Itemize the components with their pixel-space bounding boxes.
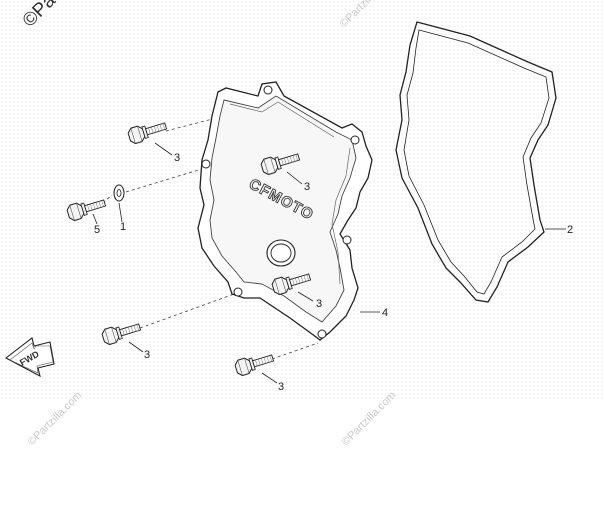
callout-cover: 4 xyxy=(382,307,388,319)
bolt-left[interactable] xyxy=(65,194,108,223)
callout-bolt-bottom-left: 3 xyxy=(144,349,150,361)
oil-filler-boss xyxy=(266,239,296,267)
cover-bolt-holes xyxy=(201,85,360,339)
callout-bolt-top-center: 3 xyxy=(304,181,310,193)
callout-labels: 3 3 5 1 3 3 3 2 4 xyxy=(94,152,573,393)
bolt-bottom-left[interactable] xyxy=(100,318,143,347)
callout-gasket: 2 xyxy=(567,224,573,236)
callout-bolt-mid: 3 xyxy=(316,298,322,310)
callout-washer: 1 xyxy=(120,221,126,233)
callout-bolt-bottom-center: 3 xyxy=(278,381,284,393)
bolt-top-left[interactable] xyxy=(126,117,169,146)
watermark-top-center: ©Partzilla.com xyxy=(338,0,397,30)
watermark-bottom-left: ©Partzilla.com xyxy=(26,389,85,448)
valve-cover[interactable]: CFMOTO xyxy=(197,81,373,341)
callout-bolt-left: 5 xyxy=(94,224,100,236)
washer[interactable] xyxy=(113,184,125,202)
gasket[interactable] xyxy=(395,21,557,303)
forward-arrow-icon: FWD xyxy=(4,337,55,378)
callout-bolt-top-left: 3 xyxy=(174,152,180,164)
watermark-corner: ©Pa xyxy=(19,0,60,32)
bolt-bottom-center[interactable] xyxy=(233,349,276,378)
callout-leaders xyxy=(92,142,566,384)
watermark-bottom-right: ©Partzilla.com xyxy=(340,389,399,448)
